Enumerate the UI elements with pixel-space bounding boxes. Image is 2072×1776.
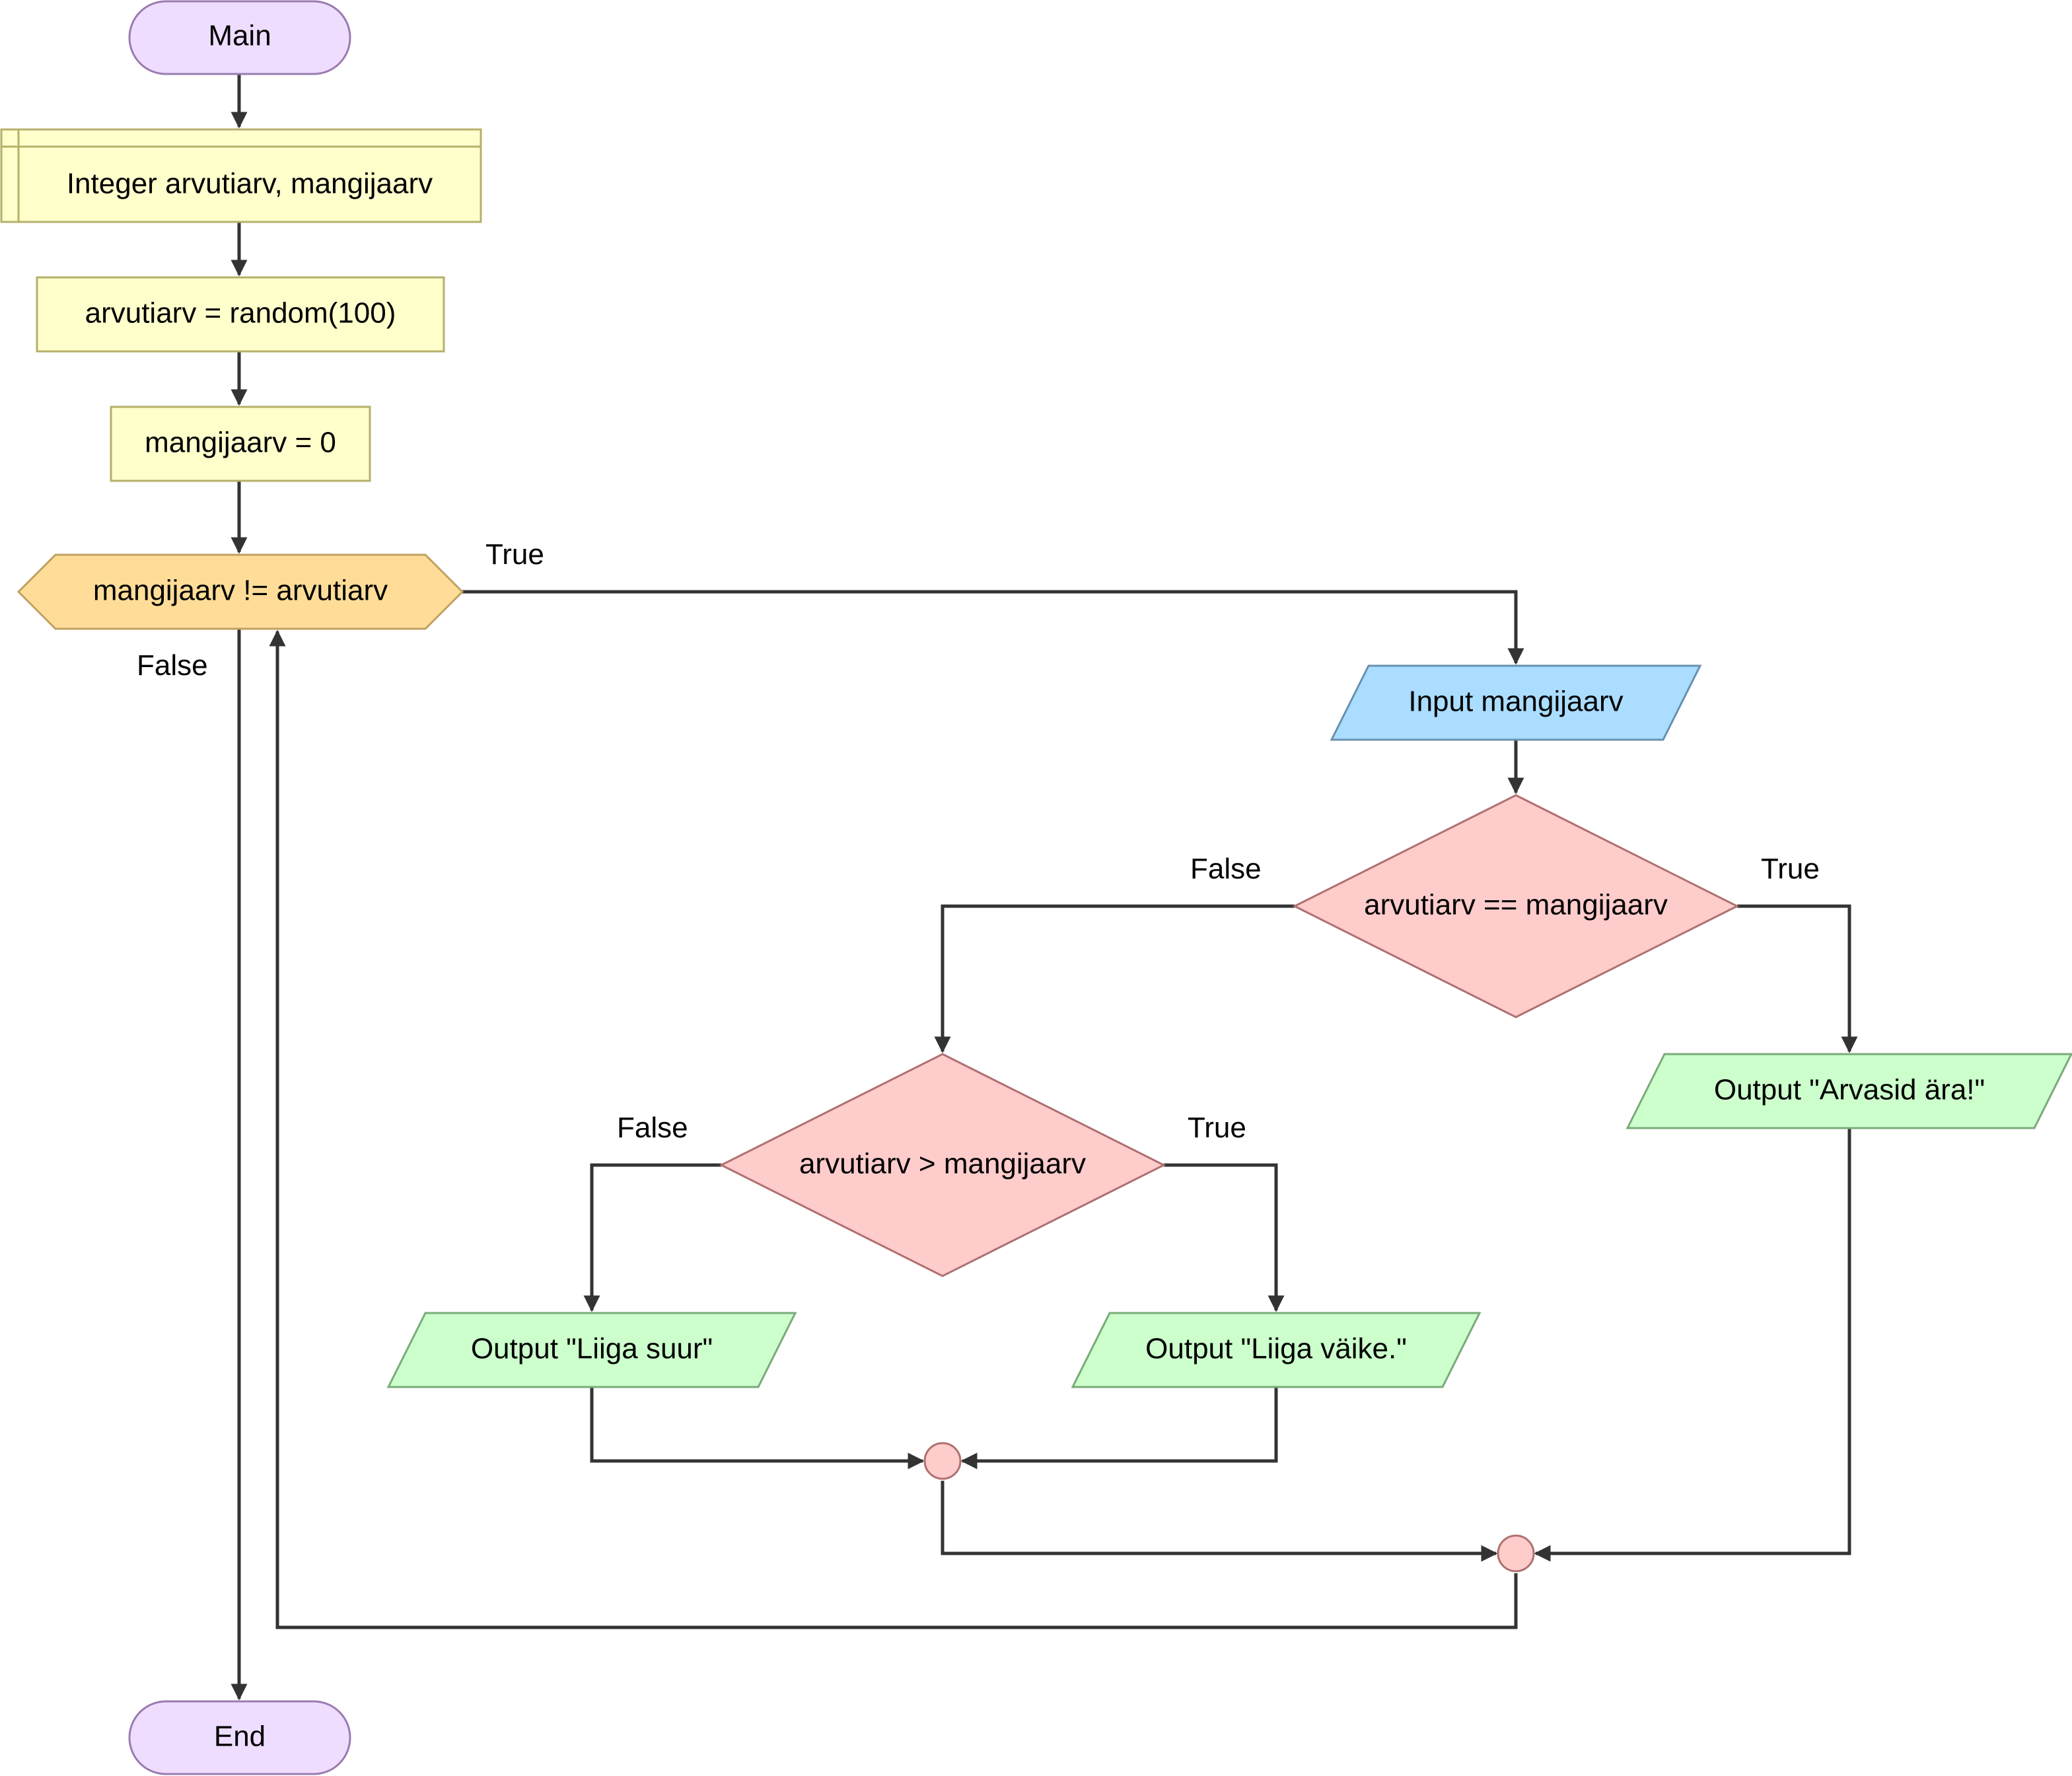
- node-output-small-label: Output "Liiga väike.": [1145, 1333, 1407, 1365]
- declare-shape: [0, 128, 482, 223]
- node-assign-zero-label: mangijaarv = 0: [145, 427, 336, 459]
- loop-shape: [17, 553, 464, 630]
- edge-small-to-merge1: [960, 1387, 1278, 1470]
- input-shape: [1330, 664, 1702, 741]
- node-declare: Integer arvutiarv, mangijaarv: [0, 128, 482, 223]
- node-output-small: Output "Liiga väike.": [1071, 1312, 1482, 1388]
- process-shape: [36, 276, 445, 353]
- decision-shape: [719, 1053, 1166, 1277]
- node-output-correct: Output "Arvasid ära!": [1625, 1053, 2072, 1129]
- label-equal-false: False: [1190, 853, 1262, 885]
- node-loop: mangijaarv != arvutiarv: [17, 553, 464, 630]
- label-greater-false: False: [617, 1112, 688, 1144]
- edge-equal-false-to-greater: [934, 904, 1295, 1053]
- output-shape: [1071, 1312, 1482, 1388]
- label-loop-false: False: [137, 649, 208, 682]
- edge-merge2-loop-back: [269, 629, 1518, 1629]
- node-assign-random: arvutiarv = random(100): [36, 276, 445, 353]
- node-main: Main: [128, 0, 351, 75]
- edge-greater-true-to-small: [1164, 1163, 1285, 1312]
- output-shape: [1625, 1053, 2072, 1129]
- edge-labels: True False False True False True: [137, 538, 1820, 1144]
- edge-loop-true-to-input: [462, 590, 1524, 665]
- edges: [231, 74, 1858, 1701]
- edge-correct-to-merge2: [1534, 1128, 1851, 1562]
- label-equal-true: True: [1761, 853, 1820, 885]
- node-end: End: [128, 1700, 351, 1775]
- process-shape: [110, 406, 371, 482]
- label-loop-true: True: [485, 538, 544, 571]
- merge-connector-outer: [1497, 1534, 1535, 1573]
- edge-equal-true-to-correct: [1737, 904, 1858, 1053]
- label-greater-true: True: [1188, 1112, 1246, 1144]
- node-main-label: Main: [208, 20, 271, 52]
- node-input: Input mangijaarv: [1330, 664, 1702, 741]
- node-decision-greater-label: arvutiarv > mangijaarv: [799, 1148, 1086, 1180]
- node-assign-zero: mangijaarv = 0: [110, 406, 371, 482]
- node-decision-equal-label: arvutiarv == mangijaarv: [1364, 889, 1668, 921]
- node-end-label: End: [214, 1721, 266, 1753]
- node-input-label: Input mangijaarv: [1408, 686, 1623, 718]
- node-output-correct-label: Output "Arvasid ära!": [1714, 1074, 1985, 1106]
- merge-connector-inner: [923, 1442, 962, 1480]
- output-shape: [386, 1312, 797, 1388]
- node-decision-greater: arvutiarv > mangijaarv: [719, 1053, 1166, 1277]
- node-declare-label: Integer arvutiarv, mangijaarv: [67, 168, 433, 200]
- node-assign-random-label: arvutiarv = random(100): [85, 297, 396, 330]
- edge-merge1-to-merge2: [941, 1481, 1498, 1562]
- node-output-big-label: Output "Liiga suur": [471, 1333, 713, 1365]
- node-output-big: Output "Liiga suur": [386, 1312, 797, 1388]
- node-loop-label: mangijaarv != arvutiarv: [93, 575, 388, 607]
- terminal-shape: [128, 1700, 351, 1775]
- decision-shape: [1292, 794, 1740, 1018]
- node-decision-equal: arvutiarv == mangijaarv: [1292, 794, 1740, 1018]
- edge-greater-false-to-big: [583, 1163, 721, 1312]
- edge-big-to-merge1: [590, 1387, 925, 1470]
- terminal-shape: [128, 0, 351, 75]
